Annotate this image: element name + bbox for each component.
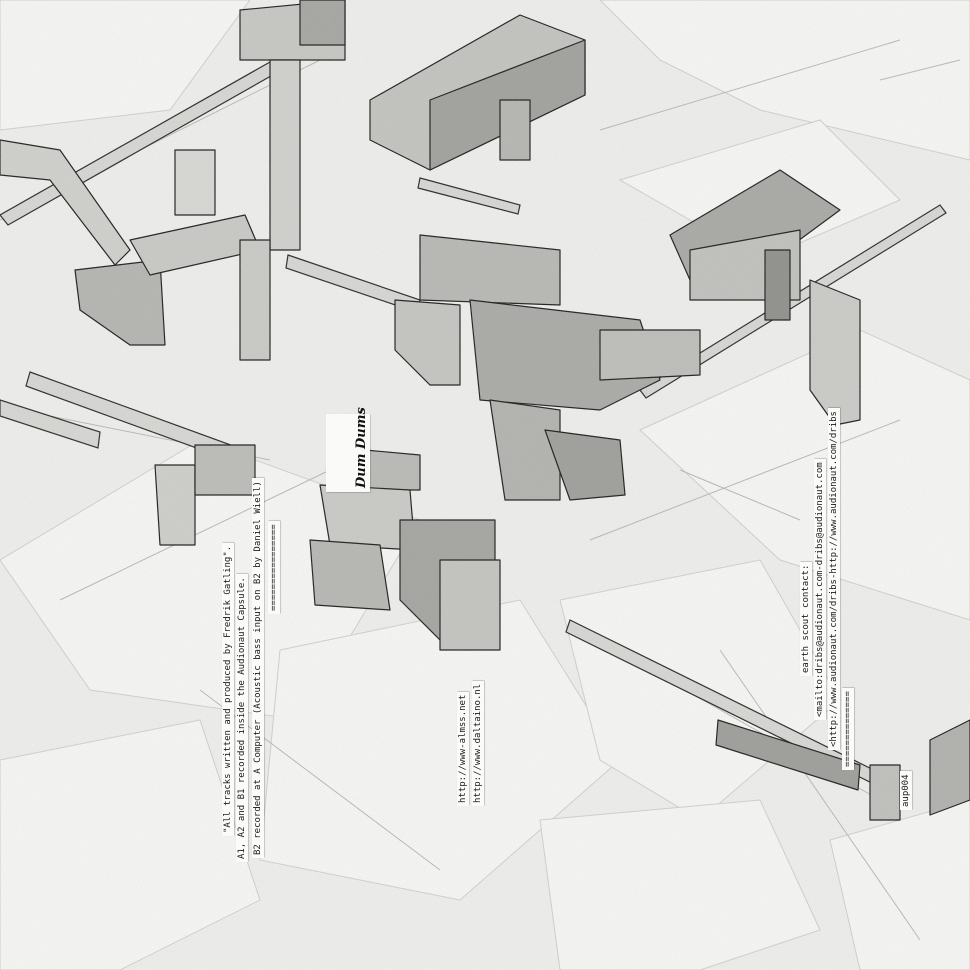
contact-http-strip: <http://www.audionaut.com/dribs-http://w… [828, 408, 840, 750]
contact-heading-strip: earth scout contact: [800, 561, 812, 676]
credit-recording-strip: A1, A2 and B1 recorded inside the Audion… [236, 574, 248, 862]
contact-separator: ============== [842, 688, 854, 770]
url-strip-1: http://www-almss.net [457, 691, 469, 806]
url-strip-2: http://www.daltaino.nl [472, 680, 484, 806]
credit-tracks-strip: "All tracks written and produced by Fred… [222, 542, 234, 836]
credit-b2-strip: B2 recorded at A Computer (Acoustic bass… [252, 478, 264, 858]
catalog-number: aup004 [900, 771, 912, 810]
artist-signature: Dum Dums [354, 407, 369, 488]
contact-mailto-strip: <mailto:dribs@audionaut.com-dribs@audion… [814, 459, 826, 720]
credit-separator: ================ [268, 521, 280, 614]
artist-signature-card: Dum Dums [326, 407, 370, 492]
